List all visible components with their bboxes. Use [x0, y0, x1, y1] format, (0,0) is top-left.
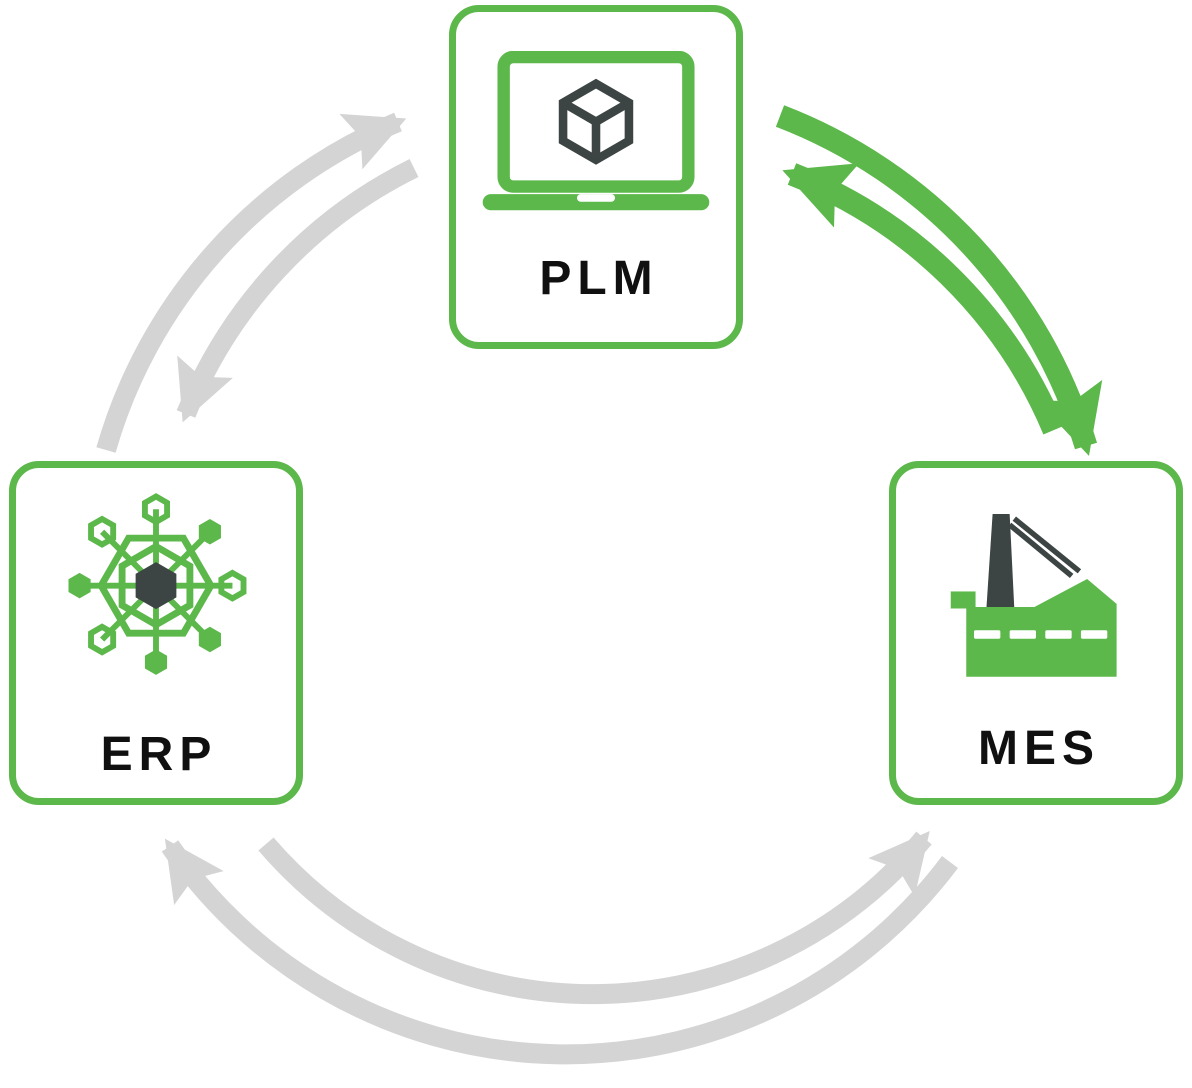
arrow-plm-to-erp — [176, 159, 419, 423]
laptop-screen — [497, 51, 695, 193]
factory-cables — [1007, 516, 1082, 579]
hexagon-network-icon — [68, 487, 254, 675]
node-erp-label: ERP — [100, 728, 218, 781]
outer-hexagon-ring — [97, 534, 215, 637]
factory-window-dashes — [974, 630, 1108, 639]
node-plm: PLM — [449, 5, 743, 349]
arrow-erp-to-plm — [96, 112, 407, 453]
arrow-mes-to-plm — [782, 163, 1065, 435]
cube-wireframe — [558, 78, 634, 165]
laptop-base — [482, 194, 710, 211]
node-mes-label: MES — [977, 722, 1100, 775]
arrow-erp-to-mes — [258, 831, 932, 1005]
factory-icon — [950, 513, 1117, 677]
node-plm-label: PLM — [539, 252, 659, 305]
factory-side-block — [950, 591, 976, 609]
laptop-cube-icon — [482, 51, 710, 211]
core-hexagon — [135, 562, 177, 610]
factory-building — [966, 579, 1117, 677]
node-mes: MES — [889, 461, 1183, 805]
node-erp: ERP — [9, 461, 303, 805]
arrow-mes-to-erp — [161, 838, 958, 1065]
inner-hexagon-ring — [118, 542, 194, 629]
factory-chimney — [986, 513, 1015, 609]
arrow-plm-to-mes — [775, 105, 1103, 456]
laptop-base-notch — [576, 194, 616, 202]
